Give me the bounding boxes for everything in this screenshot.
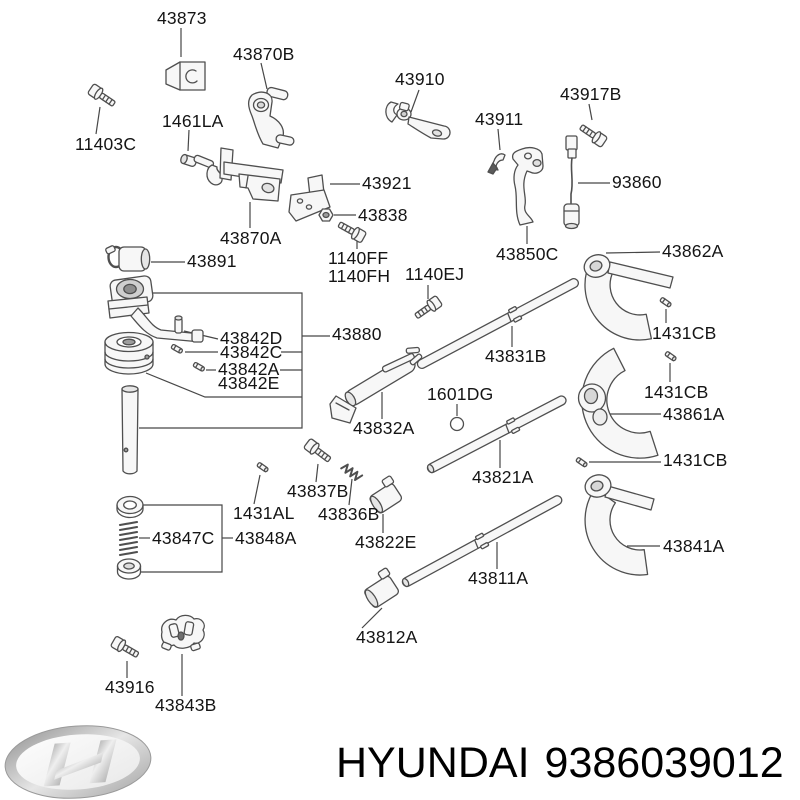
part-label-43842E: 43842E (218, 373, 280, 393)
footer-branding: HYUNDAI 9386039012 (336, 742, 784, 785)
part-43821A-rail (426, 395, 567, 474)
part-43843B-damper (160, 614, 205, 652)
part-label-43822E: 43822E (355, 532, 417, 552)
part-label-1140EJ: 1140EJ (405, 264, 465, 284)
part-43837B-bolt (302, 437, 334, 466)
part-1431CB-pin-2 (664, 350, 678, 363)
part-43842A-pin (192, 361, 206, 373)
part-label-43841A: 43841A (663, 536, 725, 556)
part-label-43911: 43911 (475, 109, 524, 129)
part-label-43837B: 43837B (287, 481, 349, 501)
part-43873-stopper (165, 61, 206, 91)
part-label-43870B: 43870B (233, 44, 295, 64)
part-label-43847C: 43847C (152, 528, 215, 548)
part-label-43910: 43910 (395, 69, 445, 89)
part-label-1601DG: 1601DG (427, 384, 494, 404)
part-label-43861A: 43861A (663, 404, 725, 424)
part-43850C-lever (511, 147, 544, 226)
part-43891-bushing (105, 245, 151, 272)
part-43911-clip (487, 153, 506, 175)
part-1431AL-pin (256, 461, 270, 474)
part-1140EJ-bolt (411, 294, 444, 323)
part-label-1431CB-1: 1431CB (652, 323, 717, 343)
part-43916-bolt (109, 634, 142, 662)
part-label-43842A: 43842A (218, 359, 280, 379)
part-43832A-rail (329, 346, 423, 424)
part-93860-sensor (563, 135, 580, 230)
part-43917B-bolt (576, 120, 609, 149)
part-43847C-spring (118, 520, 139, 557)
part-label-1431AL: 1431AL (233, 503, 295, 523)
part-label-43836B: 43836B (318, 504, 380, 524)
part-43842-drum (104, 331, 154, 375)
part-43870B-bracket (247, 86, 295, 149)
part-43812A-sleeve (364, 567, 399, 608)
part-label-43811A: 43811A (468, 568, 529, 588)
part-label-43921: 43921 (362, 173, 412, 193)
part-label-43838: 43838 (358, 205, 408, 225)
part-label-1140FH: 1140FH (328, 266, 391, 286)
part-43842-lever-assembly (107, 275, 204, 343)
parts-layer (86, 61, 678, 662)
part-label-93860: 93860 (612, 172, 662, 192)
part-label-43843B: 43843B (155, 695, 217, 715)
part-label-11403C: 11403C (75, 134, 137, 154)
part-label-43916: 43916 (105, 677, 155, 697)
part-label-1431CB-3: 1431CB (663, 450, 728, 470)
part-43811A-rail (401, 495, 563, 588)
part-43841A-fork (584, 474, 655, 576)
part-label-1140FF: 1140FF (328, 248, 389, 268)
catalog-number: 9386039012 (544, 739, 784, 787)
part-43836B-spring (340, 463, 364, 482)
part-label-43821A: 43821A (472, 467, 534, 487)
part-1431CB-pin-3 (575, 456, 589, 469)
part-label-1431CB-2: 1431CB (644, 382, 709, 402)
part-label-43873: 43873 (157, 8, 207, 28)
part-label-43880: 43880 (332, 324, 382, 344)
hyundai-logo (4, 725, 152, 799)
part-43861A-fork (577, 347, 659, 459)
part-43921-bracket (288, 174, 331, 222)
part-43842C-pin (170, 343, 184, 355)
part-43838-nut (318, 208, 334, 222)
part-43842E-shaft (121, 385, 139, 475)
part-1431CB-pin-1 (659, 296, 673, 309)
callout-brackets (139, 292, 330, 573)
part-11403C-bolt (86, 82, 119, 111)
part-label-43812A: 43812A (356, 627, 418, 647)
part-label-1461LA: 1461LA (162, 111, 224, 131)
part-label-43917B: 43917B (560, 84, 622, 104)
part-label-43870A: 43870A (220, 228, 282, 248)
part-label-43831B: 43831B (485, 346, 547, 366)
part-label-43891: 43891 (187, 251, 237, 271)
part-1601DG-plug (449, 416, 465, 432)
part-label-43848A: 43848A (235, 528, 297, 548)
part-43870A-lever (193, 147, 284, 202)
part-43910-link (385, 101, 451, 140)
part-43822E-sleeve (369, 475, 403, 514)
part-label-43850C: 43850C (496, 244, 559, 264)
part-label-43842C: 43842C (220, 342, 283, 362)
part-43848A-set (116, 495, 144, 580)
brand-text: HYUNDAI (336, 739, 530, 787)
part-label-43862A: 43862A (662, 241, 724, 261)
part-43831B-rail (416, 277, 579, 370)
part-1461LA-bushing (180, 153, 198, 167)
part-43862A-fork (583, 254, 674, 341)
part-label-43832A: 43832A (353, 418, 415, 438)
part-label-43842D: 43842D (220, 328, 283, 348)
